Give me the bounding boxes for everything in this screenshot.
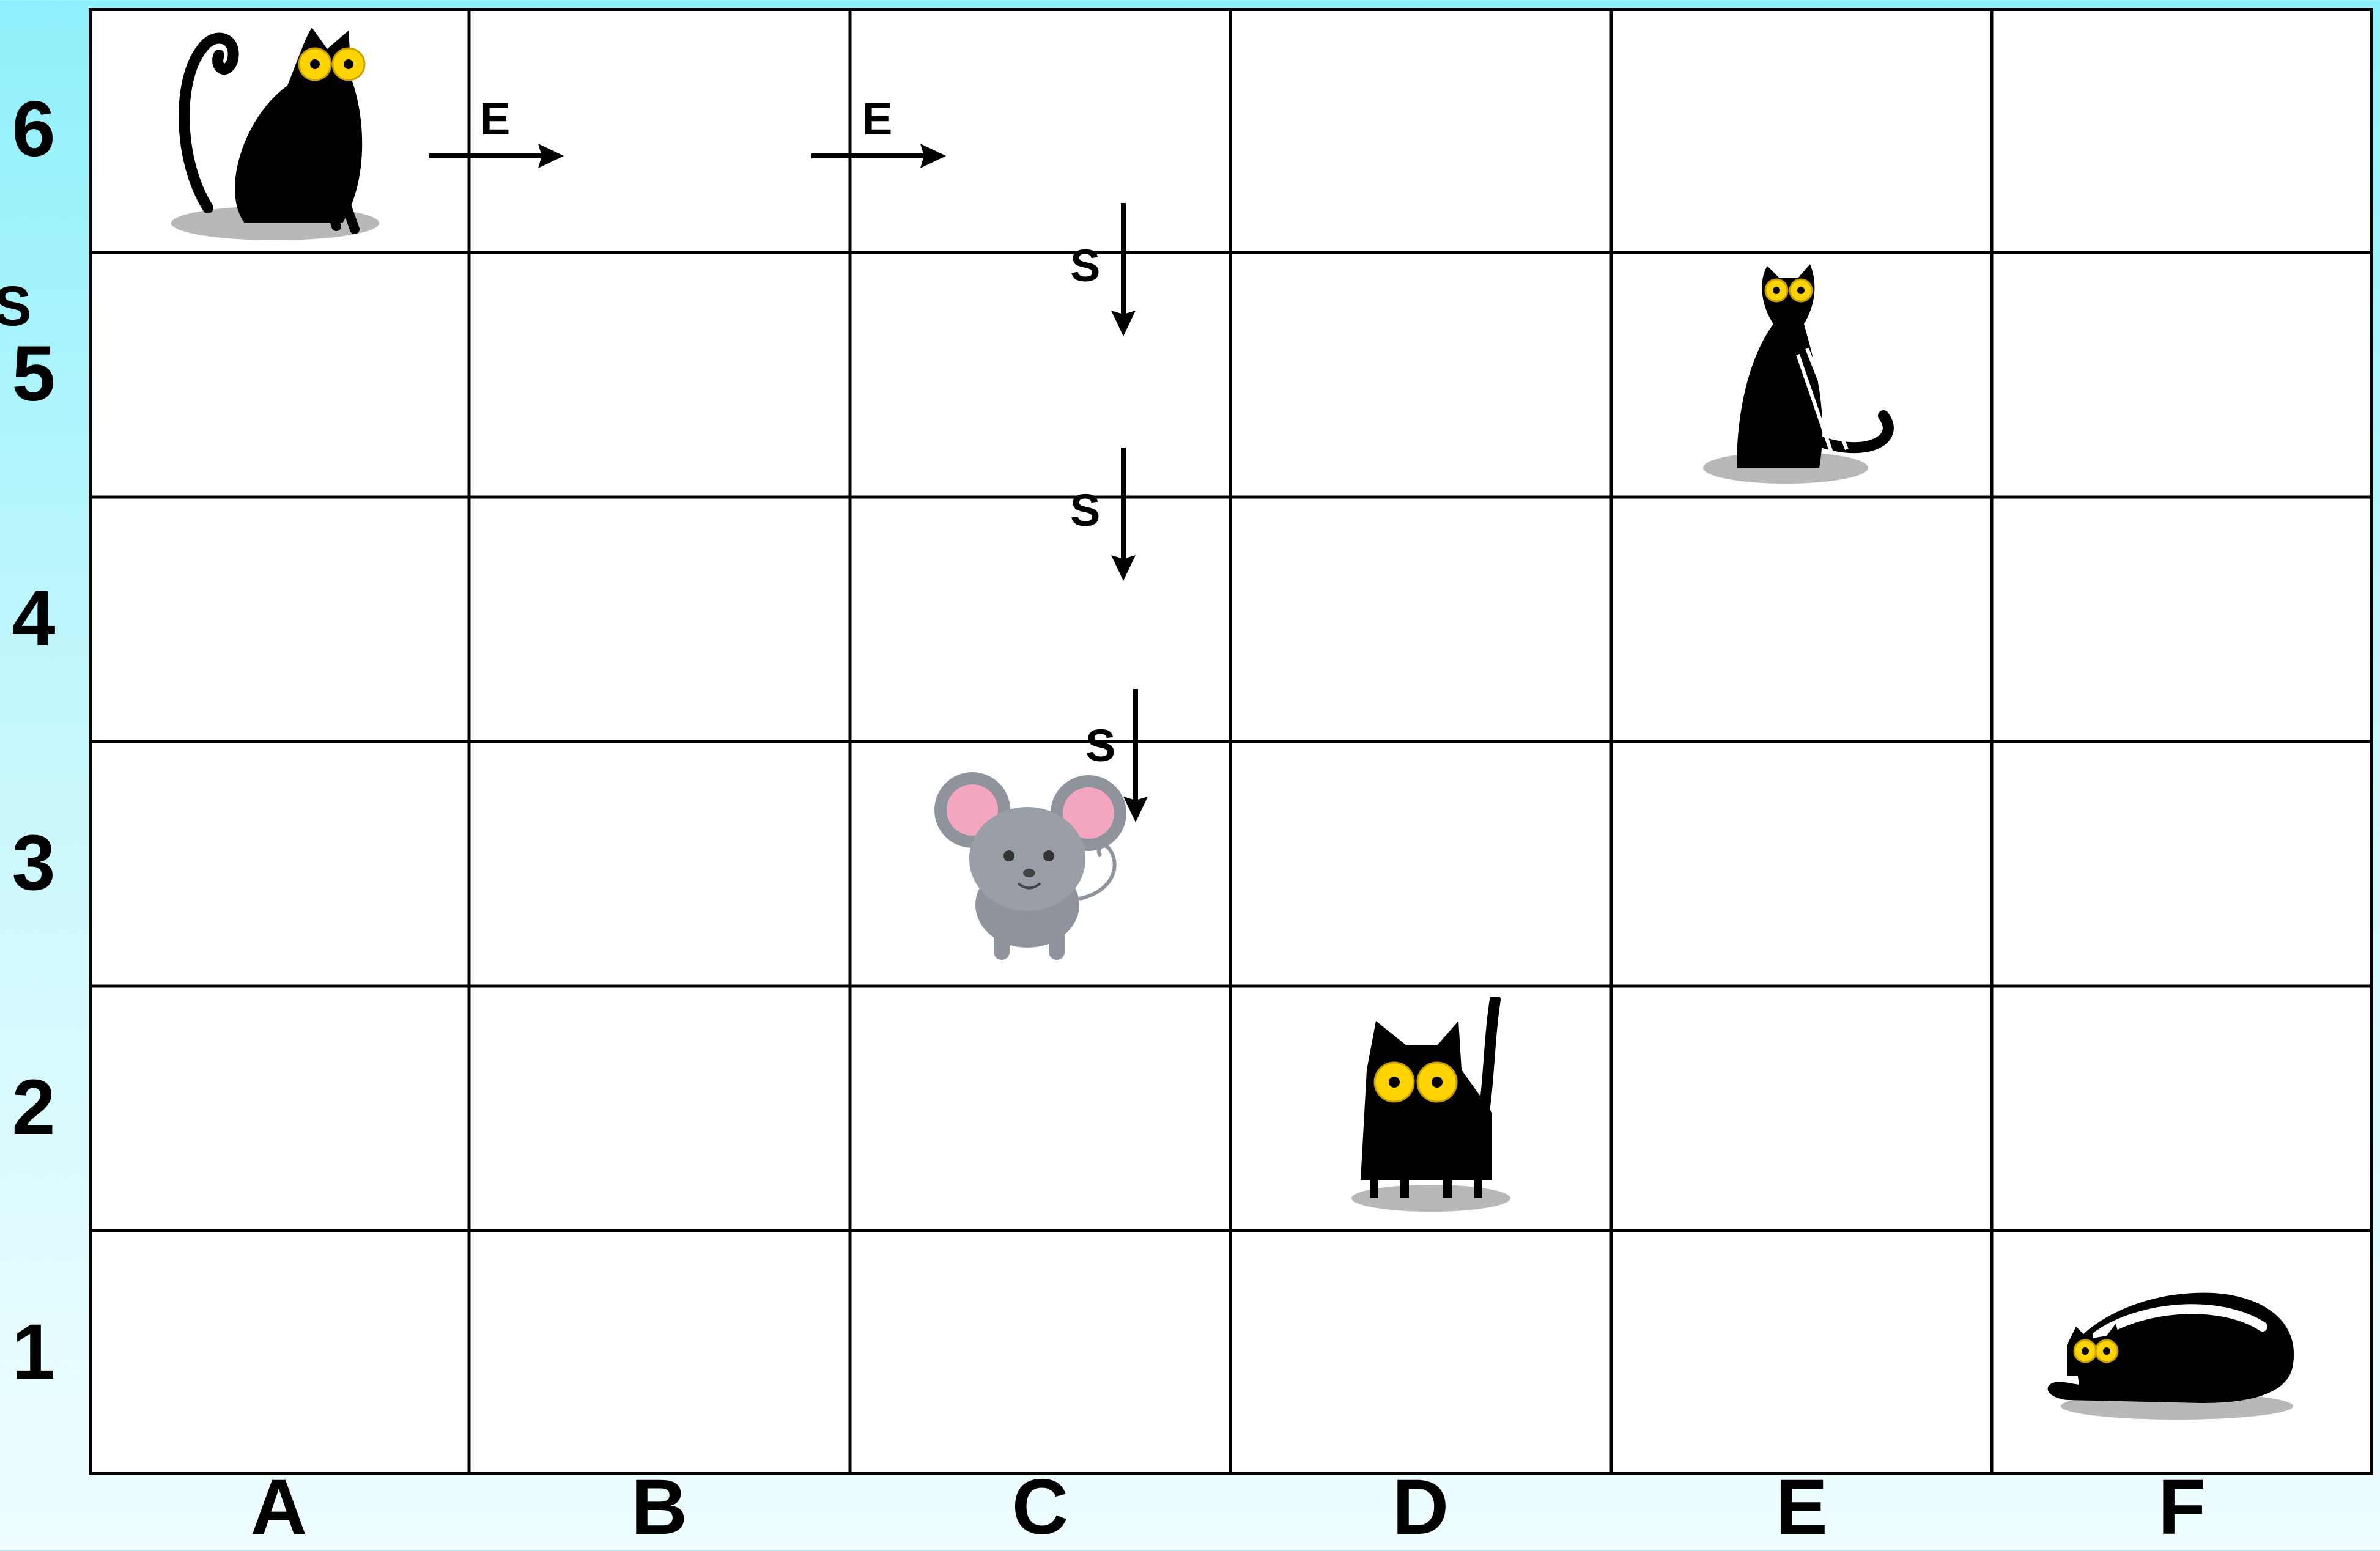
move-label-south-2: S bbox=[1070, 485, 1100, 536]
col-label-b: B bbox=[469, 1468, 849, 1547]
move-arrow-south-2: S bbox=[1067, 446, 1153, 587]
col-label-d: D bbox=[1230, 1468, 1611, 1547]
cat-e5-piece bbox=[1700, 257, 1908, 489]
move-label-south-1: S bbox=[1070, 240, 1100, 291]
move-arrow-south-1: S bbox=[1067, 202, 1153, 342]
edge-letter-s: S bbox=[0, 278, 31, 334]
game-board bbox=[89, 8, 2373, 1475]
col-label-f: F bbox=[1992, 1468, 2372, 1547]
cat-a6-piece bbox=[165, 12, 397, 245]
row-label-5: 5 bbox=[0, 335, 67, 413]
grid-lines bbox=[89, 8, 2373, 1475]
cat-d2-piece bbox=[1333, 997, 1529, 1217]
move-label-south-3: S bbox=[1085, 720, 1115, 771]
row-label-2: 2 bbox=[0, 1069, 67, 1147]
move-label-east-1: E bbox=[480, 94, 510, 144]
move-arrow-east-2: E bbox=[810, 92, 957, 177]
col-label-a: A bbox=[89, 1468, 469, 1547]
col-label-c: C bbox=[850, 1468, 1230, 1547]
col-label-e: E bbox=[1611, 1468, 1992, 1547]
row-label-6: 6 bbox=[0, 90, 67, 169]
row-label-4: 4 bbox=[0, 580, 67, 658]
cat-f1-piece bbox=[2030, 1278, 2299, 1424]
move-label-east-2: E bbox=[862, 94, 892, 144]
move-arrow-south-3: S bbox=[1079, 688, 1165, 828]
row-label-3: 3 bbox=[0, 824, 67, 902]
row-label-1: 1 bbox=[0, 1313, 67, 1391]
move-arrow-east-1: E bbox=[428, 92, 575, 177]
